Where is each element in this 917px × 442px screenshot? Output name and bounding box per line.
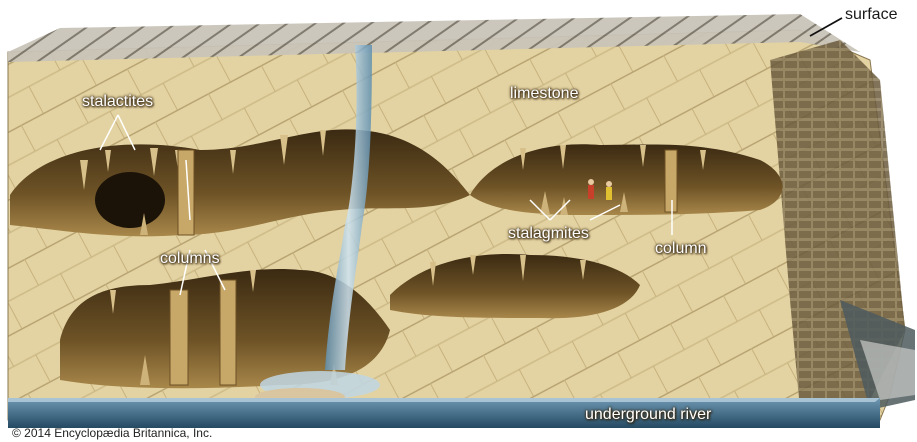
label-columns: columns — [160, 251, 220, 267]
label-limestone: limestone — [510, 86, 578, 102]
label-underground-river: underground river — [585, 407, 711, 423]
label-surface: surface — [845, 7, 897, 23]
label-stalactites: stalactites — [82, 94, 153, 110]
label-column: column — [655, 241, 707, 257]
underground-river — [8, 398, 880, 428]
copyright-credit: © 2014 Encyclopædia Britannica, Inc. — [12, 426, 212, 440]
label-stalagmites: stalagmites — [508, 226, 589, 242]
